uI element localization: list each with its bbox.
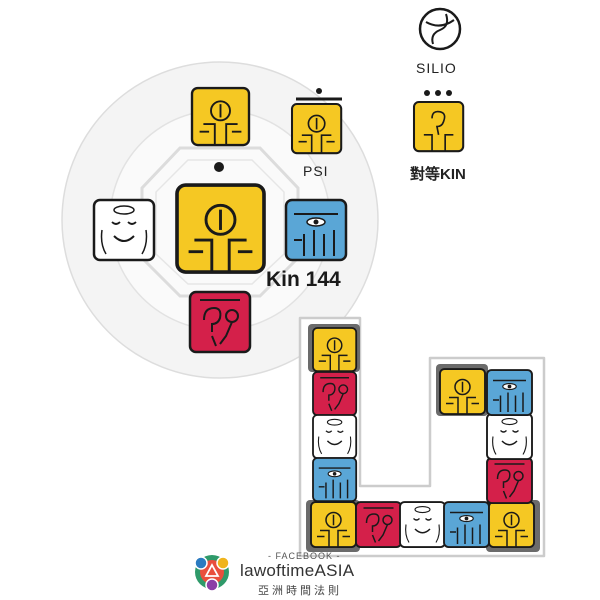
psi-glyph bbox=[290, 102, 343, 155]
wavespell-tile-8 bbox=[443, 501, 490, 548]
center-dot bbox=[214, 162, 224, 172]
brand-logo-icon bbox=[194, 555, 230, 592]
psi-tone-mark bbox=[296, 88, 342, 101]
wavespell-tile-5 bbox=[310, 501, 357, 548]
wavespell-tile-3 bbox=[312, 414, 358, 460]
brand-name: lawoftimeASIA bbox=[240, 561, 355, 580]
wavespell-tile-4 bbox=[312, 457, 358, 503]
analog-kin-dots bbox=[424, 90, 452, 96]
kin-number-label: Kin 144 bbox=[266, 268, 341, 291]
wavespell-tile-10 bbox=[486, 457, 533, 504]
psi-label: PSI bbox=[303, 163, 329, 179]
wavespell-tile-2 bbox=[312, 371, 358, 417]
wavespell-tile-13 bbox=[439, 368, 486, 415]
wavespell-tile-7 bbox=[399, 501, 446, 548]
wavespell-tile-1 bbox=[312, 327, 358, 373]
wavespell-tile-6 bbox=[355, 501, 402, 548]
brand-subtitle: 亞洲時間法則 bbox=[258, 585, 342, 597]
wavespell-tile-11 bbox=[486, 413, 533, 460]
analog-kin-glyph bbox=[412, 100, 465, 153]
silio-label: SILIO bbox=[416, 60, 457, 76]
facebook-label: - FACEBOOK - bbox=[268, 551, 341, 561]
antipode-glyph bbox=[92, 198, 156, 262]
destiny-glyph bbox=[175, 183, 266, 274]
wavespell-tile-12 bbox=[486, 369, 533, 416]
silio-icon bbox=[418, 7, 462, 51]
guide-glyph bbox=[190, 86, 251, 147]
analog-kin-label: 對等KIN bbox=[410, 166, 466, 183]
wavespell-tile-9 bbox=[488, 501, 535, 548]
occult-glyph bbox=[188, 290, 252, 354]
analog-glyph bbox=[284, 198, 348, 262]
